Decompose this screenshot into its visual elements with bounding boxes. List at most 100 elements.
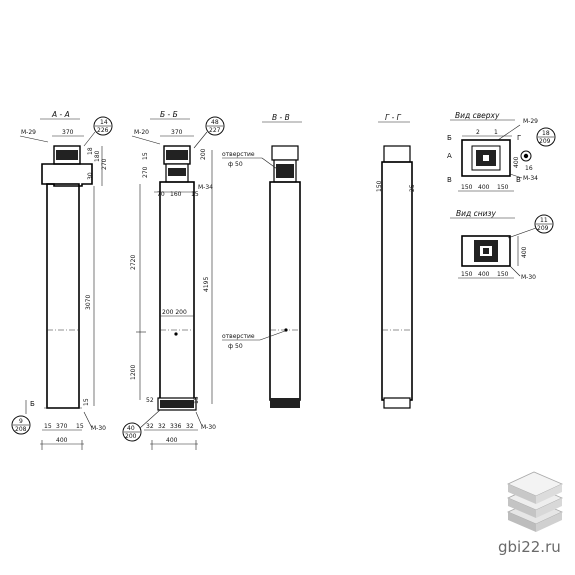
aa-mark-bottom: Б: [30, 400, 35, 408]
bb-d2: 200: [200, 148, 207, 160]
bb-head-hatch: [166, 150, 188, 160]
watermark-text: gbi22.ru: [498, 538, 561, 556]
view-bottom-title: Вид снизу: [456, 209, 496, 218]
aa-ref-bottom-2: 208: [15, 426, 27, 433]
bb-ref-top-1: 48: [211, 119, 219, 126]
vv-opening-1: отверстие: [222, 151, 255, 158]
view-top-ref-1: 18: [542, 130, 550, 137]
view-top: Вид сверху М-29 18 209 Б Г 2 1 400 16 А …: [447, 111, 556, 192]
bb-base-hatch: [160, 400, 194, 408]
view-top-dh: 400: [513, 156, 520, 168]
section-vv-title: В - В: [272, 113, 290, 122]
view-top-side-symbol: [520, 150, 532, 162]
vv-shaft: [269, 181, 301, 401]
stacked-blocks-logo: [507, 471, 563, 532]
view-top-d3: 16: [525, 165, 533, 172]
bb-d6: 70: [157, 191, 165, 198]
section-aa-title: А - А: [51, 110, 70, 119]
bb-d1: 15: [142, 152, 149, 160]
view-top-d5: 400: [478, 184, 490, 191]
bb-dim-top: 370: [171, 129, 183, 136]
bb-width: 400: [166, 437, 178, 444]
vv-phi-2: ф 50: [228, 343, 243, 350]
bb-d-b7: 52: [146, 397, 154, 404]
view-top-d4: 150: [461, 184, 473, 191]
view-top-mark: М-29: [523, 118, 538, 125]
aa-db3: 15: [83, 398, 90, 406]
section-gg-title: Г - Г: [385, 113, 402, 122]
view-top-mark-b1: Б: [447, 134, 452, 142]
watermark: gbi22.ru: [498, 471, 563, 556]
bb-len-total: 4195: [203, 277, 210, 292]
aa-ref-bottom-1: 9: [19, 418, 23, 425]
view-bottom-dh: 400: [521, 246, 528, 258]
bb-ref-bottom-2: 200: [125, 433, 137, 440]
bb-ref-top-2: 227: [209, 127, 221, 134]
bb-len-upper: 2720: [130, 255, 137, 270]
aa-ref-circle-bottom: [11, 415, 31, 435]
view-top-ref-2: 209: [539, 138, 551, 145]
vv-head-hatch: [276, 164, 294, 178]
aa-ref-top-2: 226: [97, 127, 109, 134]
view-bottom-ref: [534, 214, 554, 234]
aa-dim-top: 370: [62, 129, 74, 136]
bb-d-b6: 15: [193, 396, 200, 404]
view-top-d6: 150: [497, 184, 509, 191]
vv-phi-1: ф 50: [228, 161, 243, 168]
view-top-mark-ra: В: [516, 176, 521, 184]
aa-dside-4: 270: [101, 158, 108, 170]
view-top-d2: 1: [494, 129, 498, 136]
bb-d-b4: 336: [170, 423, 182, 430]
aa-head-hatch: [56, 150, 78, 160]
view-bottom-ref-2: 209: [537, 225, 549, 232]
view-bottom-d3: 150: [497, 271, 509, 278]
aa-dbot-2: 370: [56, 423, 68, 430]
gg-shaft: [381, 161, 413, 401]
view-top-ref: [536, 127, 556, 147]
aa-length: 3070: [85, 295, 92, 310]
view-top-plan: [461, 139, 511, 177]
vv-opening-2: отверстие: [222, 333, 255, 340]
bb-d3: 270: [142, 166, 149, 178]
bb-d-mid: 200 200: [162, 309, 187, 316]
bb-ref-bottom-1: 40: [127, 425, 135, 432]
bb-mark-b: М-30: [201, 424, 216, 431]
aa-dbot-1: 15: [44, 423, 52, 430]
aa-width: 400: [56, 437, 68, 444]
gg-d1: 150: [376, 180, 383, 192]
view-bottom-ref-1: 11: [540, 217, 548, 224]
view-top-title: Вид сверху: [455, 111, 500, 120]
section-bb-title: Б - Б: [160, 110, 178, 119]
aa-dside-1: 18: [87, 147, 94, 155]
section-vv: В - В отверстие ф 50 отверстие ф 50: [222, 113, 302, 408]
view-top-mark-lb: В: [447, 176, 452, 184]
section-aa: А - А М-29 370 14 226 18 180 30 270 3070…: [11, 110, 113, 450]
view-bottom-mark: М-30: [521, 274, 536, 281]
view-top-mark-la: А: [447, 152, 452, 160]
view-bottom-d1: 150: [461, 271, 473, 278]
aa-mark-top: М-29: [21, 129, 36, 136]
gg-d2: 25: [409, 184, 416, 192]
bb-shaft: [159, 181, 195, 401]
view-bottom-d2: 400: [478, 271, 490, 278]
view-bottom: Вид снизу 11 209 400 150 400 150 М-30: [450, 209, 554, 281]
bb-d-b5: 32: [186, 423, 194, 430]
aa-ref-top-1: 14: [100, 119, 108, 126]
view-top-mark-g: Г: [517, 134, 521, 142]
section-gg: Г - Г 150 25: [376, 113, 416, 409]
section-bb: Б - Б М-20 370 48 227 15 270 200 70 160 …: [122, 110, 225, 450]
bb-d-b1: 32: [146, 423, 154, 430]
bb-d-b3: 32: [158, 423, 166, 430]
bb-len-lower: 1200: [130, 365, 137, 380]
aa-dside-3: 30: [87, 172, 94, 180]
aa-dbot-3: 15: [76, 423, 84, 430]
view-top-mark-m: М-34: [523, 175, 538, 182]
view-top-d1: 2: [476, 129, 480, 136]
bb-ref-circle-top: [205, 116, 225, 136]
bb-d4: 15: [191, 191, 199, 198]
aa-ref-circle-top: [93, 116, 113, 136]
bb-mark-top: М-20: [134, 129, 149, 136]
view-bottom-plan: [461, 235, 511, 267]
bb-mark-mid: М-34: [198, 184, 213, 191]
